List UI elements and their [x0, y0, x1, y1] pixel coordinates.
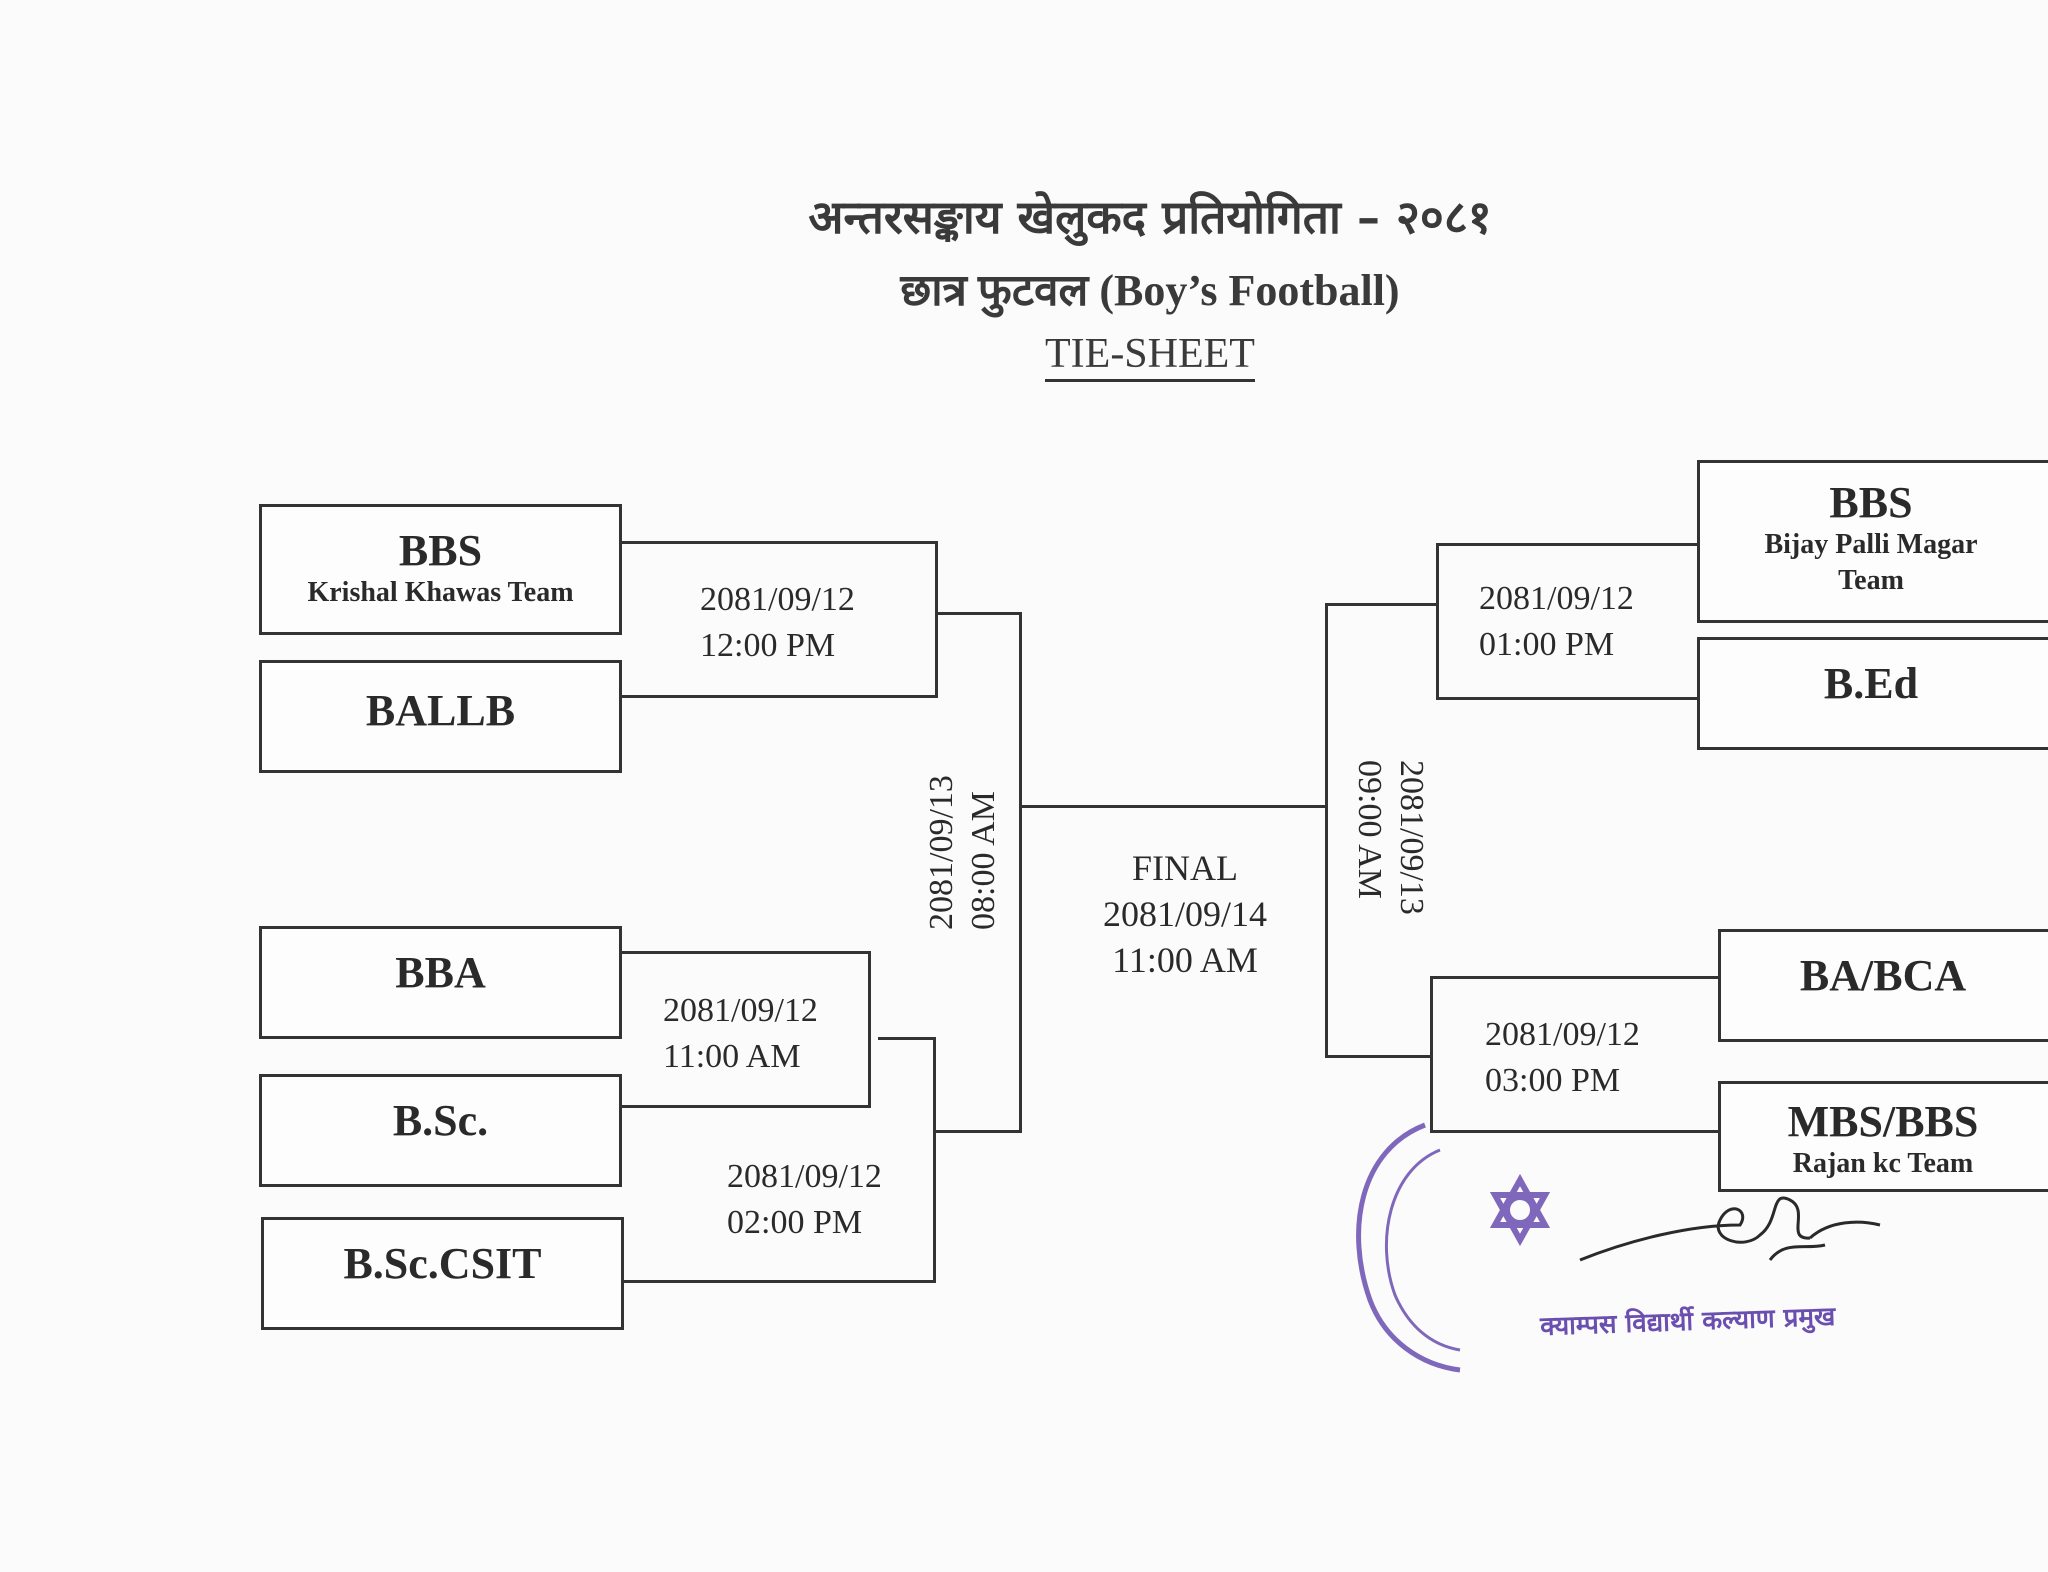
bracket-line: [1019, 612, 1022, 1133]
signature-icon: [1579, 1196, 1881, 1262]
tie-sheet-heading: TIE-SHEET: [0, 330, 2048, 382]
team-box-left-1: BBS Krishal Khawas Team: [259, 504, 622, 635]
team-name: BBA: [395, 948, 486, 997]
team-name: BBS: [398, 526, 483, 575]
team-name: BALLB: [365, 686, 516, 735]
team-captain: Bijay Palli Magar Team: [1764, 529, 1978, 596]
match-3-schedule: 2081/09/12 02:00 PM: [727, 1154, 882, 1246]
match-time: 08:00 AM: [965, 791, 1002, 930]
match-1-schedule: 2081/09/12 12:00 PM: [700, 577, 855, 669]
team-name: B.Sc.: [392, 1096, 489, 1145]
match-date: 2081/09/12: [1479, 580, 1634, 617]
team-captain: Rajan kc Team: [1792, 1148, 1974, 1179]
team-name: B.Sc.CSIT: [343, 1239, 542, 1288]
team-box-right-4: MBS/BBS Rajan kc Team: [1718, 1081, 2048, 1192]
match-time: 11:00 AM: [663, 1038, 801, 1075]
bracket-line: [933, 1037, 936, 1283]
match-date: 2081/09/12: [700, 581, 855, 618]
team-box-left-4: B.Sc.: [259, 1074, 622, 1187]
match-bracket-5: [1430, 976, 1718, 1133]
match-5-schedule: 2081/09/12 03:00 PM: [1485, 1012, 1640, 1104]
match-4-schedule: 2081/09/12 01:00 PM: [1479, 576, 1634, 668]
bracket-line: [1325, 603, 1328, 1058]
match-date: 2081/09/13: [923, 775, 960, 930]
final-schedule: FINAL 2081/09/14 11:00 AM: [1090, 845, 1280, 983]
match-date: 2081/09/12: [727, 1158, 882, 1195]
official-stamp: [1330, 1110, 1660, 1380]
team-box-right-1: BBS Bijay Palli Magar Team: [1697, 460, 2048, 623]
match-time: 02:00 PM: [727, 1204, 863, 1241]
team-name: BA/BCA: [1799, 951, 1967, 1000]
match-time: 01:00 PM: [1479, 626, 1615, 663]
team-box-right-2: B.Ed: [1697, 637, 2048, 750]
match-date: 2081/09/12: [663, 992, 818, 1029]
team-box-left-5: B.Sc.CSIT: [261, 1217, 624, 1330]
match-time: 12:00 PM: [700, 627, 836, 664]
semi-right-schedule: 2081/09/13 09:00 AM: [1348, 760, 1432, 915]
signature: [1570, 1180, 1900, 1290]
stamp-seal-icon: [1356, 1122, 1551, 1373]
team-box-right-3: BA/BCA: [1718, 929, 2048, 1042]
team-name: MBS/BBS: [1787, 1097, 1979, 1146]
team-box-left-3: BBA: [259, 926, 622, 1039]
semi-left-schedule: 2081/09/13 08:00 AM: [921, 775, 1005, 930]
match-time: 09:00 AM: [1351, 760, 1388, 899]
event-subtitle: छात्र फुटवल (Boy’s Football): [900, 266, 1400, 315]
match-time: 11:00 AM: [1112, 940, 1258, 980]
team-name: BBS: [1829, 478, 1913, 527]
final-label: FINAL: [1132, 848, 1238, 888]
tournament-title: अन्तरसङ्काय खेलुकद प्रतियोगिता – २०८१: [808, 190, 1492, 244]
match-time: 03:00 PM: [1485, 1062, 1621, 1099]
team-name: B.Ed: [1823, 659, 1919, 708]
match-date: 2081/09/14: [1102, 894, 1267, 934]
bracket-line: [1325, 603, 1439, 606]
match-date: 2081/09/12: [1485, 1016, 1640, 1053]
bracket-line: [878, 1037, 936, 1040]
match-bracket-2: [620, 951, 871, 1108]
bracket-line: [1325, 1055, 1433, 1058]
match-2-schedule: 2081/09/12 11:00 AM: [663, 988, 818, 1080]
team-box-left-2: BALLB: [259, 660, 622, 773]
bracket-line: [936, 612, 1022, 615]
team-captain: Krishal Khawas Team: [307, 577, 574, 608]
tie-sheet-label: TIE-SHEET: [1045, 331, 1255, 382]
match-bracket-1: [620, 541, 938, 698]
match-date: 2081/09/13: [1393, 760, 1430, 915]
final-connector: [1019, 805, 1325, 808]
match-bracket-4: [1436, 543, 1699, 700]
bracket-line: [936, 1130, 1022, 1133]
bracket-line: [622, 1280, 936, 1283]
